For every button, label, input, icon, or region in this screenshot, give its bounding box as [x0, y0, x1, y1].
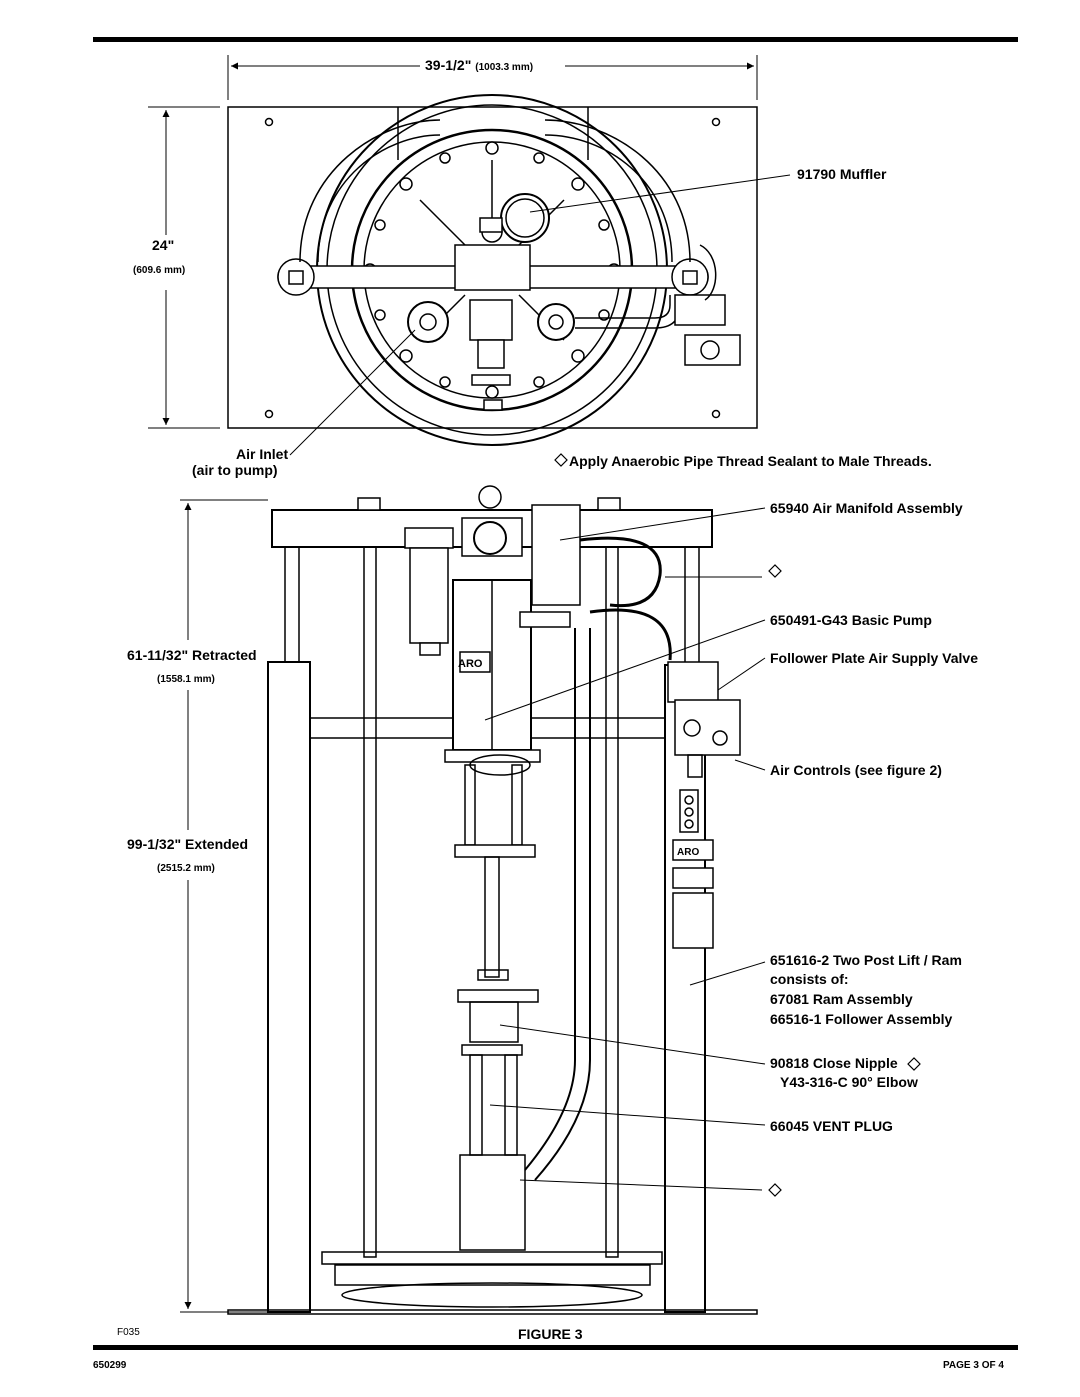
- bottom-rule: [93, 1345, 1018, 1350]
- aro-ram-text: ARO: [677, 847, 699, 858]
- width-dim-inches: 39-1/2": [425, 57, 472, 73]
- extended-dim: 99-1/32" Extended: [127, 836, 249, 852]
- width-dimension: 39-1/2" (1003.3 mm): [425, 57, 533, 76]
- top-view: [148, 55, 758, 446]
- vent-plug-label: 66045 VENT PLUG: [770, 1118, 893, 1134]
- lift-label-line3: 67081 Ram Assembly: [770, 991, 913, 1007]
- doc-number: 650299: [93, 1360, 127, 1371]
- drawing-code: F035: [117, 1327, 140, 1338]
- page-number: PAGE 3 OF 4: [943, 1360, 1004, 1371]
- elbow-label: Y43-316-C 90° Elbow: [780, 1074, 918, 1090]
- side-view: [180, 485, 758, 1315]
- retracted-dim: 61-11/32" Retracted: [127, 647, 257, 663]
- extended-dim-mm: (2515.2 mm): [157, 863, 215, 874]
- air-controls-label: Air Controls (see figure 2): [770, 762, 942, 778]
- lift-label-line1: 651616-2 Two Post Lift / Ram: [770, 952, 962, 968]
- follower-valve-label: Follower Plate Air Supply Valve: [770, 650, 978, 666]
- air-inlet-sub-label: (air to pump): [192, 462, 278, 478]
- nipple-label: 90818 Close Nipple: [770, 1055, 898, 1071]
- basic-pump-label: 650491-G43 Basic Pump: [770, 612, 932, 628]
- top-rule: [93, 37, 1018, 42]
- height-dim-mm: (609.6 mm): [133, 265, 186, 276]
- lift-label-line2: consists of:: [770, 971, 849, 987]
- manifold-label: 65940 Air Manifold Assembly: [770, 500, 963, 516]
- width-dim-mm: (1003.3 mm): [475, 62, 534, 73]
- air-inlet-label: Air Inlet: [236, 446, 289, 462]
- muffler-label: 91790 Muffler: [797, 166, 887, 182]
- lift-label-line4: 66516-1 Follower Assembly: [770, 1011, 953, 1027]
- sealant-note: Apply Anaerobic Pipe Thread Sealant to M…: [569, 453, 932, 469]
- figure-caption: FIGURE 3: [518, 1326, 583, 1342]
- aro-pump-text: ARO: [458, 658, 483, 670]
- retracted-dim-mm: (1558.1 mm): [157, 674, 215, 685]
- height-dim-inches: 24": [152, 237, 175, 253]
